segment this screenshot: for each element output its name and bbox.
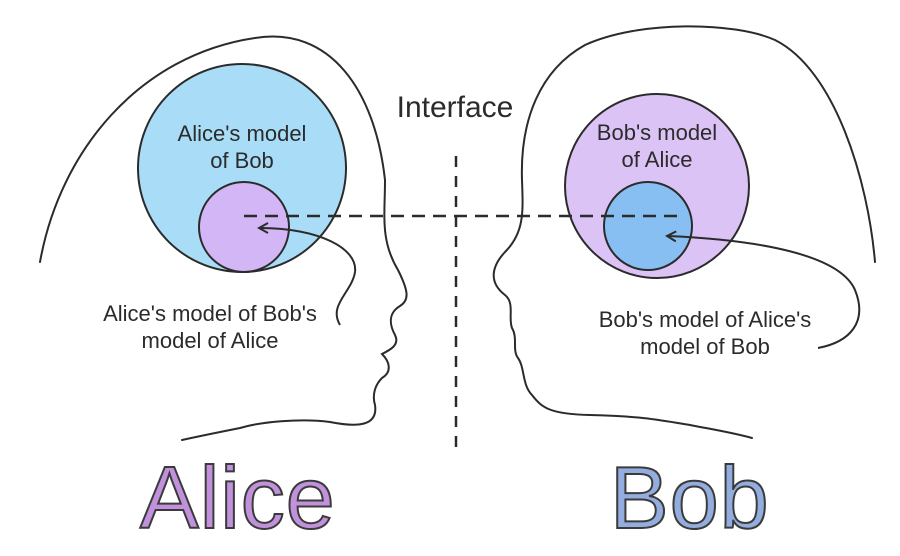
bob-model-line-2: of Alice bbox=[621, 147, 693, 172]
alice-model-line-1: Alice's model bbox=[177, 121, 307, 146]
alice-caption-arrow bbox=[260, 228, 357, 326]
bob-model-line-1: Bob's model bbox=[596, 120, 718, 145]
alice-model-line-2: of Bob bbox=[210, 148, 274, 173]
alice-head-outline bbox=[39, 35, 408, 441]
alice-nested-caption-line-1: Alice's model of Bob's bbox=[103, 301, 317, 326]
bob-name: Bob bbox=[609, 451, 770, 545]
alice-nested-model-circle bbox=[198, 181, 290, 273]
alice-name-text: Alice bbox=[139, 448, 336, 547]
alice-name: Alice bbox=[139, 451, 336, 545]
interface-label-text: Interface bbox=[396, 91, 514, 124]
bob-nested-caption: Bob's model of Alice's model of Bob bbox=[570, 306, 840, 360]
bob-nested-model-circle bbox=[603, 181, 693, 271]
alice-model-of-bob-label: Alice's model of Bob bbox=[142, 120, 342, 174]
bob-model-of-alice-label: Bob's model of Alice bbox=[557, 119, 757, 173]
bob-nested-caption-line-2: model of Bob bbox=[640, 334, 770, 359]
bob-name-text: Bob bbox=[609, 448, 770, 547]
alice-nested-caption-line-2: model of Alice bbox=[141, 328, 279, 353]
alice-nested-caption: Alice's model of Bob's model of Alice bbox=[70, 300, 350, 354]
bob-nested-caption-line-1: Bob's model of Alice's bbox=[598, 307, 812, 332]
interface-label: Interface bbox=[360, 90, 550, 126]
bob-caption-arrow bbox=[668, 236, 861, 349]
bob-head-outline bbox=[492, 25, 876, 439]
